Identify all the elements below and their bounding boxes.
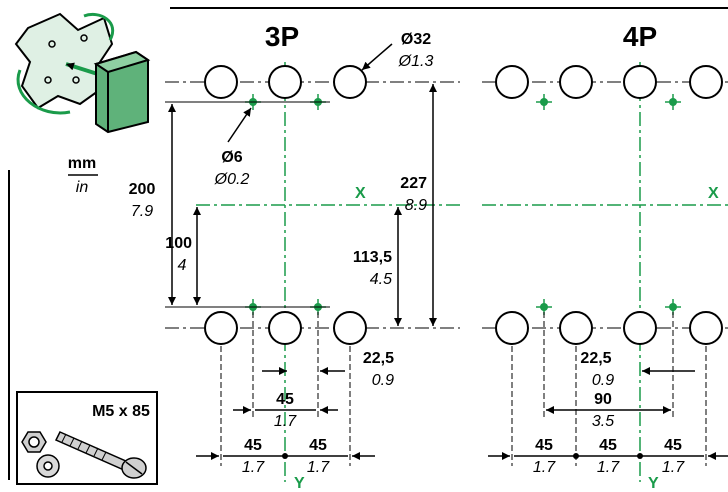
dim-22-5-mm-3p: 22,5 (363, 350, 394, 367)
dim-90-in-4p: 3.5 (592, 413, 614, 430)
dim-dot-b-4p (637, 453, 643, 459)
dim-45-a-mm-4p: 45 (535, 437, 553, 454)
small-hole-dia-mm: Ø6 (221, 149, 242, 166)
dim-227-mm: 227 (400, 175, 427, 192)
dim-22-5-in-3p: 0.9 (372, 372, 394, 389)
dim-22-5-in-4p: 0.9 (592, 372, 614, 389)
y-axis-label-3p: Y (294, 475, 305, 492)
washer-icon (36, 454, 60, 478)
large-holes-3p-top (204, 65, 367, 99)
large-holes-3p-bottom (204, 311, 367, 345)
small-hole-dia-in: Ø0.2 (214, 171, 250, 188)
screw-icon (54, 431, 147, 479)
dim-22-5-mm-4p: 22,5 (580, 350, 611, 367)
dim-45-b-mm-4p: 45 (599, 437, 617, 454)
dim-90-mm-4p: 90 (594, 391, 612, 408)
large-hole-dia-mm: Ø32 (401, 31, 431, 48)
panel-3p-title: 3P (265, 21, 299, 52)
dim-dot-a-4p (573, 453, 579, 459)
large-holes-4p-bottom (495, 311, 723, 345)
screw-kit-label: M5 x 85 (92, 403, 150, 420)
dim-45-small-mm-3p: 45 (276, 391, 294, 408)
x-axis-label-3p: X (355, 185, 366, 202)
dim-200-in: 7.9 (131, 203, 153, 220)
nut-icon (21, 431, 47, 453)
dim-45-a-in-4p: 1.7 (533, 459, 556, 476)
panel-4p-title: 4P (623, 21, 657, 52)
y-axis-label-4p: Y (648, 475, 659, 492)
dim-227-in: 8.9 (405, 197, 427, 214)
dim-45-b-mm-3p: 45 (309, 437, 327, 454)
large-hole-leader (361, 43, 393, 71)
dim-45-a-mm-3p: 45 (244, 437, 262, 454)
dim-45-small-in-3p: 1.7 (274, 413, 297, 430)
dim-45-a-in-3p: 1.7 (242, 459, 265, 476)
small-hole-leader (227, 107, 252, 143)
dim-100-mm: 100 (165, 235, 192, 252)
unit-mm: mm (68, 155, 96, 172)
dim-center-dot-3p (282, 453, 288, 459)
large-holes-4p-top (495, 65, 723, 99)
dim-113-in: 4.5 (370, 271, 392, 288)
mounting-plate-icon (14, 12, 151, 134)
dim-200-mm: 200 (129, 181, 156, 198)
dim-45-c-mm-4p: 45 (664, 437, 682, 454)
dim-45-c-in-4p: 1.7 (662, 459, 685, 476)
dim-45-b-in-4p: 1.7 (597, 459, 620, 476)
dim-100-in: 4 (178, 257, 187, 274)
x-axis-label-4p: X (708, 185, 719, 202)
unit-in: in (76, 179, 89, 196)
dim-45-b-in-3p: 1.7 (307, 459, 330, 476)
large-hole-dia-in: Ø1.3 (398, 53, 434, 70)
screw-kit-box: M5 x 85 (16, 391, 158, 485)
extension-lines-3p (220, 312, 351, 466)
extension-lines-4p (511, 312, 707, 466)
dim-113-mm: 113,5 (353, 249, 392, 266)
